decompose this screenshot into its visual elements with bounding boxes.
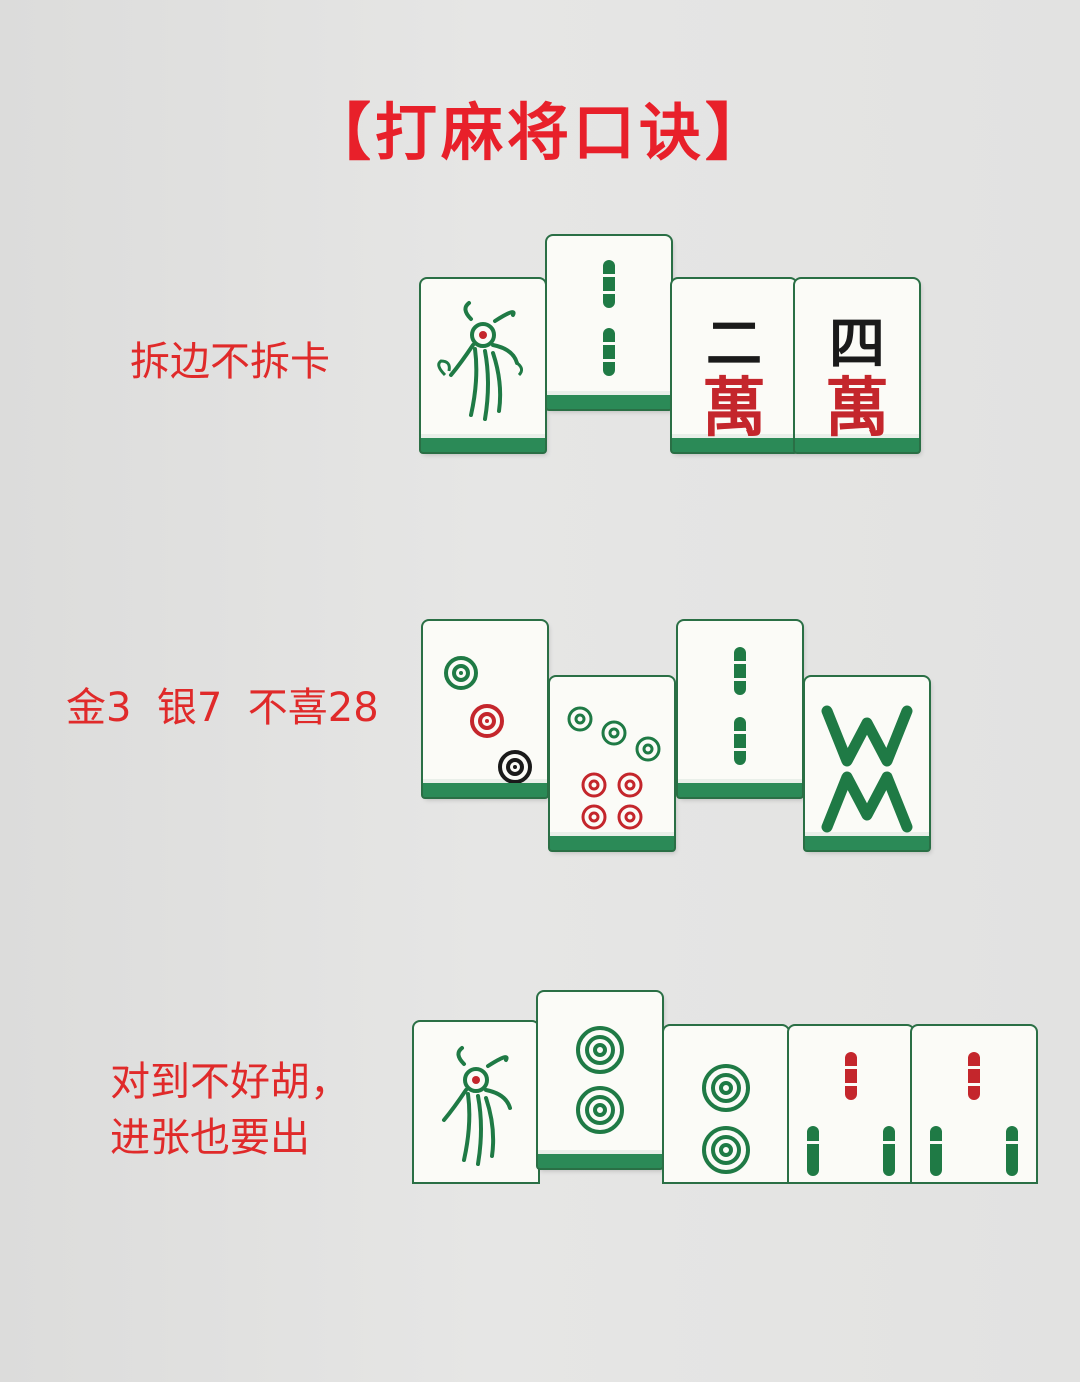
tile-2-dots <box>538 992 662 1168</box>
tip-text-line-2: 进张也要出 <box>110 1115 310 1161</box>
bamboo-stick-icon <box>929 1052 1019 1176</box>
tile-1-bamboo-bird <box>421 279 545 452</box>
tile-1-bamboo-bird <box>414 1022 538 1182</box>
bamboo-w-m-icon <box>821 705 913 833</box>
numeral-two: 二 <box>706 311 762 377</box>
bamboo-stick-icon <box>602 260 616 376</box>
dots-icon <box>567 706 661 830</box>
bird-icon <box>437 301 524 421</box>
tip-text: 拆边不拆卡 <box>130 339 330 385</box>
bamboo-stick-icon <box>733 647 747 765</box>
page-title: 【打麻将口诀】 <box>308 96 771 169</box>
tip-text: 金3 银7 不喜28 <box>66 685 379 731</box>
tile-3-dots <box>423 621 547 797</box>
numeral-four: 四 <box>829 311 885 377</box>
tile-7-dots <box>550 677 674 850</box>
tip-text-line-1: 对到不好胡， <box>110 1059 350 1105</box>
tile-2-bamboo <box>547 236 671 409</box>
tile-8-bamboo <box>805 677 929 850</box>
bird-icon <box>442 1046 512 1166</box>
tile-2-characters: 二 萬 <box>672 279 796 452</box>
wan-character: 萬 <box>702 371 766 446</box>
tile-3-bamboo <box>789 1026 913 1182</box>
dots-icon <box>576 1026 624 1134</box>
wan-character: 萬 <box>825 371 889 446</box>
tile-3-bamboo <box>912 1026 1036 1182</box>
tile-4-characters: 四 萬 <box>795 279 919 452</box>
tile-2-bamboo <box>678 621 802 797</box>
dots-icon <box>444 656 532 783</box>
tile-2-dots <box>664 1026 788 1182</box>
dots-icon <box>702 1064 750 1174</box>
bamboo-stick-icon <box>806 1052 896 1176</box>
